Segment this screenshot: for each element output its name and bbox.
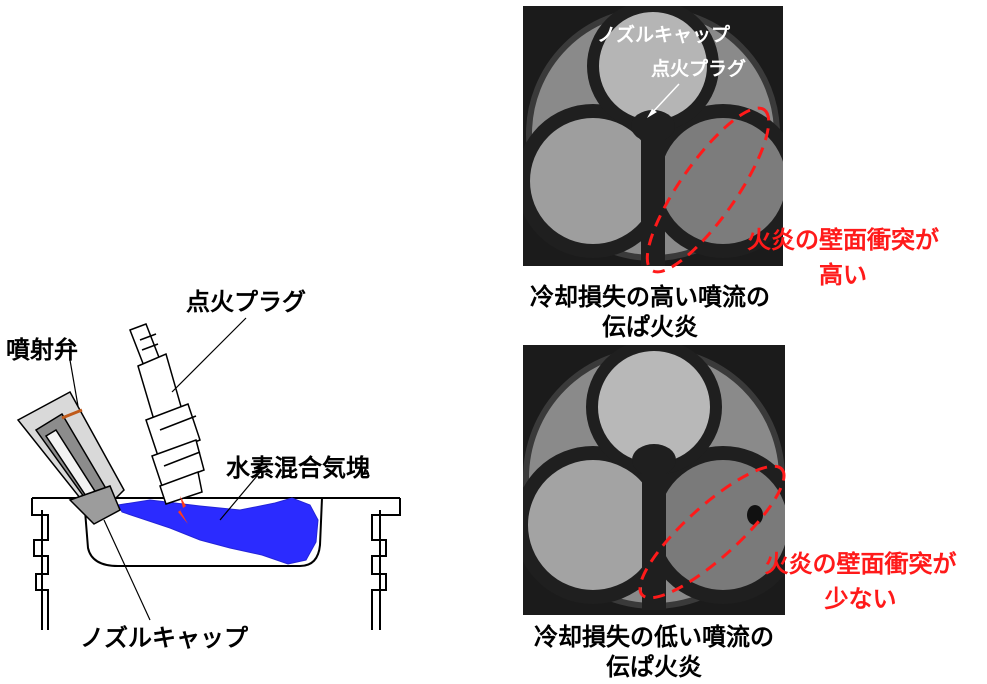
bottom-annotation-line2: 少ない <box>824 585 897 613</box>
top-annotation-line2: 高い <box>819 261 867 289</box>
top-caption: 冷却損失の高い噴流の 伝ぱ火炎 <box>480 282 820 342</box>
top-photo-spark-plug-label: 点火プラグ <box>651 58 747 80</box>
bottom-caption-line2: 伝ぱ火炎 <box>606 653 702 681</box>
bottom-caption: 冷却損失の低い噴流の 伝ぱ火炎 <box>484 622 824 682</box>
bottom-flame-photo <box>523 345 785 615</box>
label-spark-plug: 点火プラグ <box>186 288 306 316</box>
leader-spark-plug <box>171 317 247 393</box>
bottom-annotation: 火炎の壁面衝突が 少ない <box>738 544 983 614</box>
bottom-annotation-line1: 火炎の壁面衝突が <box>764 550 957 578</box>
bottom-caption-line1: 冷却損失の低い噴流の <box>534 623 774 651</box>
label-injector: 噴射弁 <box>6 336 78 364</box>
label-hydrogen-mixture: 水素混合気塊 <box>226 454 370 482</box>
injector-body <box>16 390 125 525</box>
top-photo-arrow <box>647 83 680 118</box>
piston-outline <box>31 497 401 630</box>
spark-plug-body <box>129 323 205 505</box>
leader-mixture <box>219 469 263 521</box>
leader-injector <box>69 359 79 407</box>
top-photo-nozzle-cap-label: ノズルキャップ <box>597 24 731 46</box>
top-caption-line1: 冷却損失の高い噴流の <box>530 283 770 311</box>
top-photo-art <box>523 6 783 266</box>
top-caption-line2: 伝ぱ火炎 <box>602 313 698 341</box>
label-nozzle-cap: ノズルキャップ <box>80 624 248 652</box>
leader-nozzle-cap <box>103 519 151 621</box>
spark-icon <box>178 496 188 524</box>
hydrogen-mixture-plume <box>117 497 319 565</box>
top-annotation-line1: 火炎の壁面衝突が <box>747 226 939 254</box>
bottom-photo-art <box>523 345 785 610</box>
top-annotation: 火炎の壁面衝突が 高い <box>718 220 968 290</box>
top-flame-photo: ノズルキャップ 点火プラグ <box>523 6 783 266</box>
